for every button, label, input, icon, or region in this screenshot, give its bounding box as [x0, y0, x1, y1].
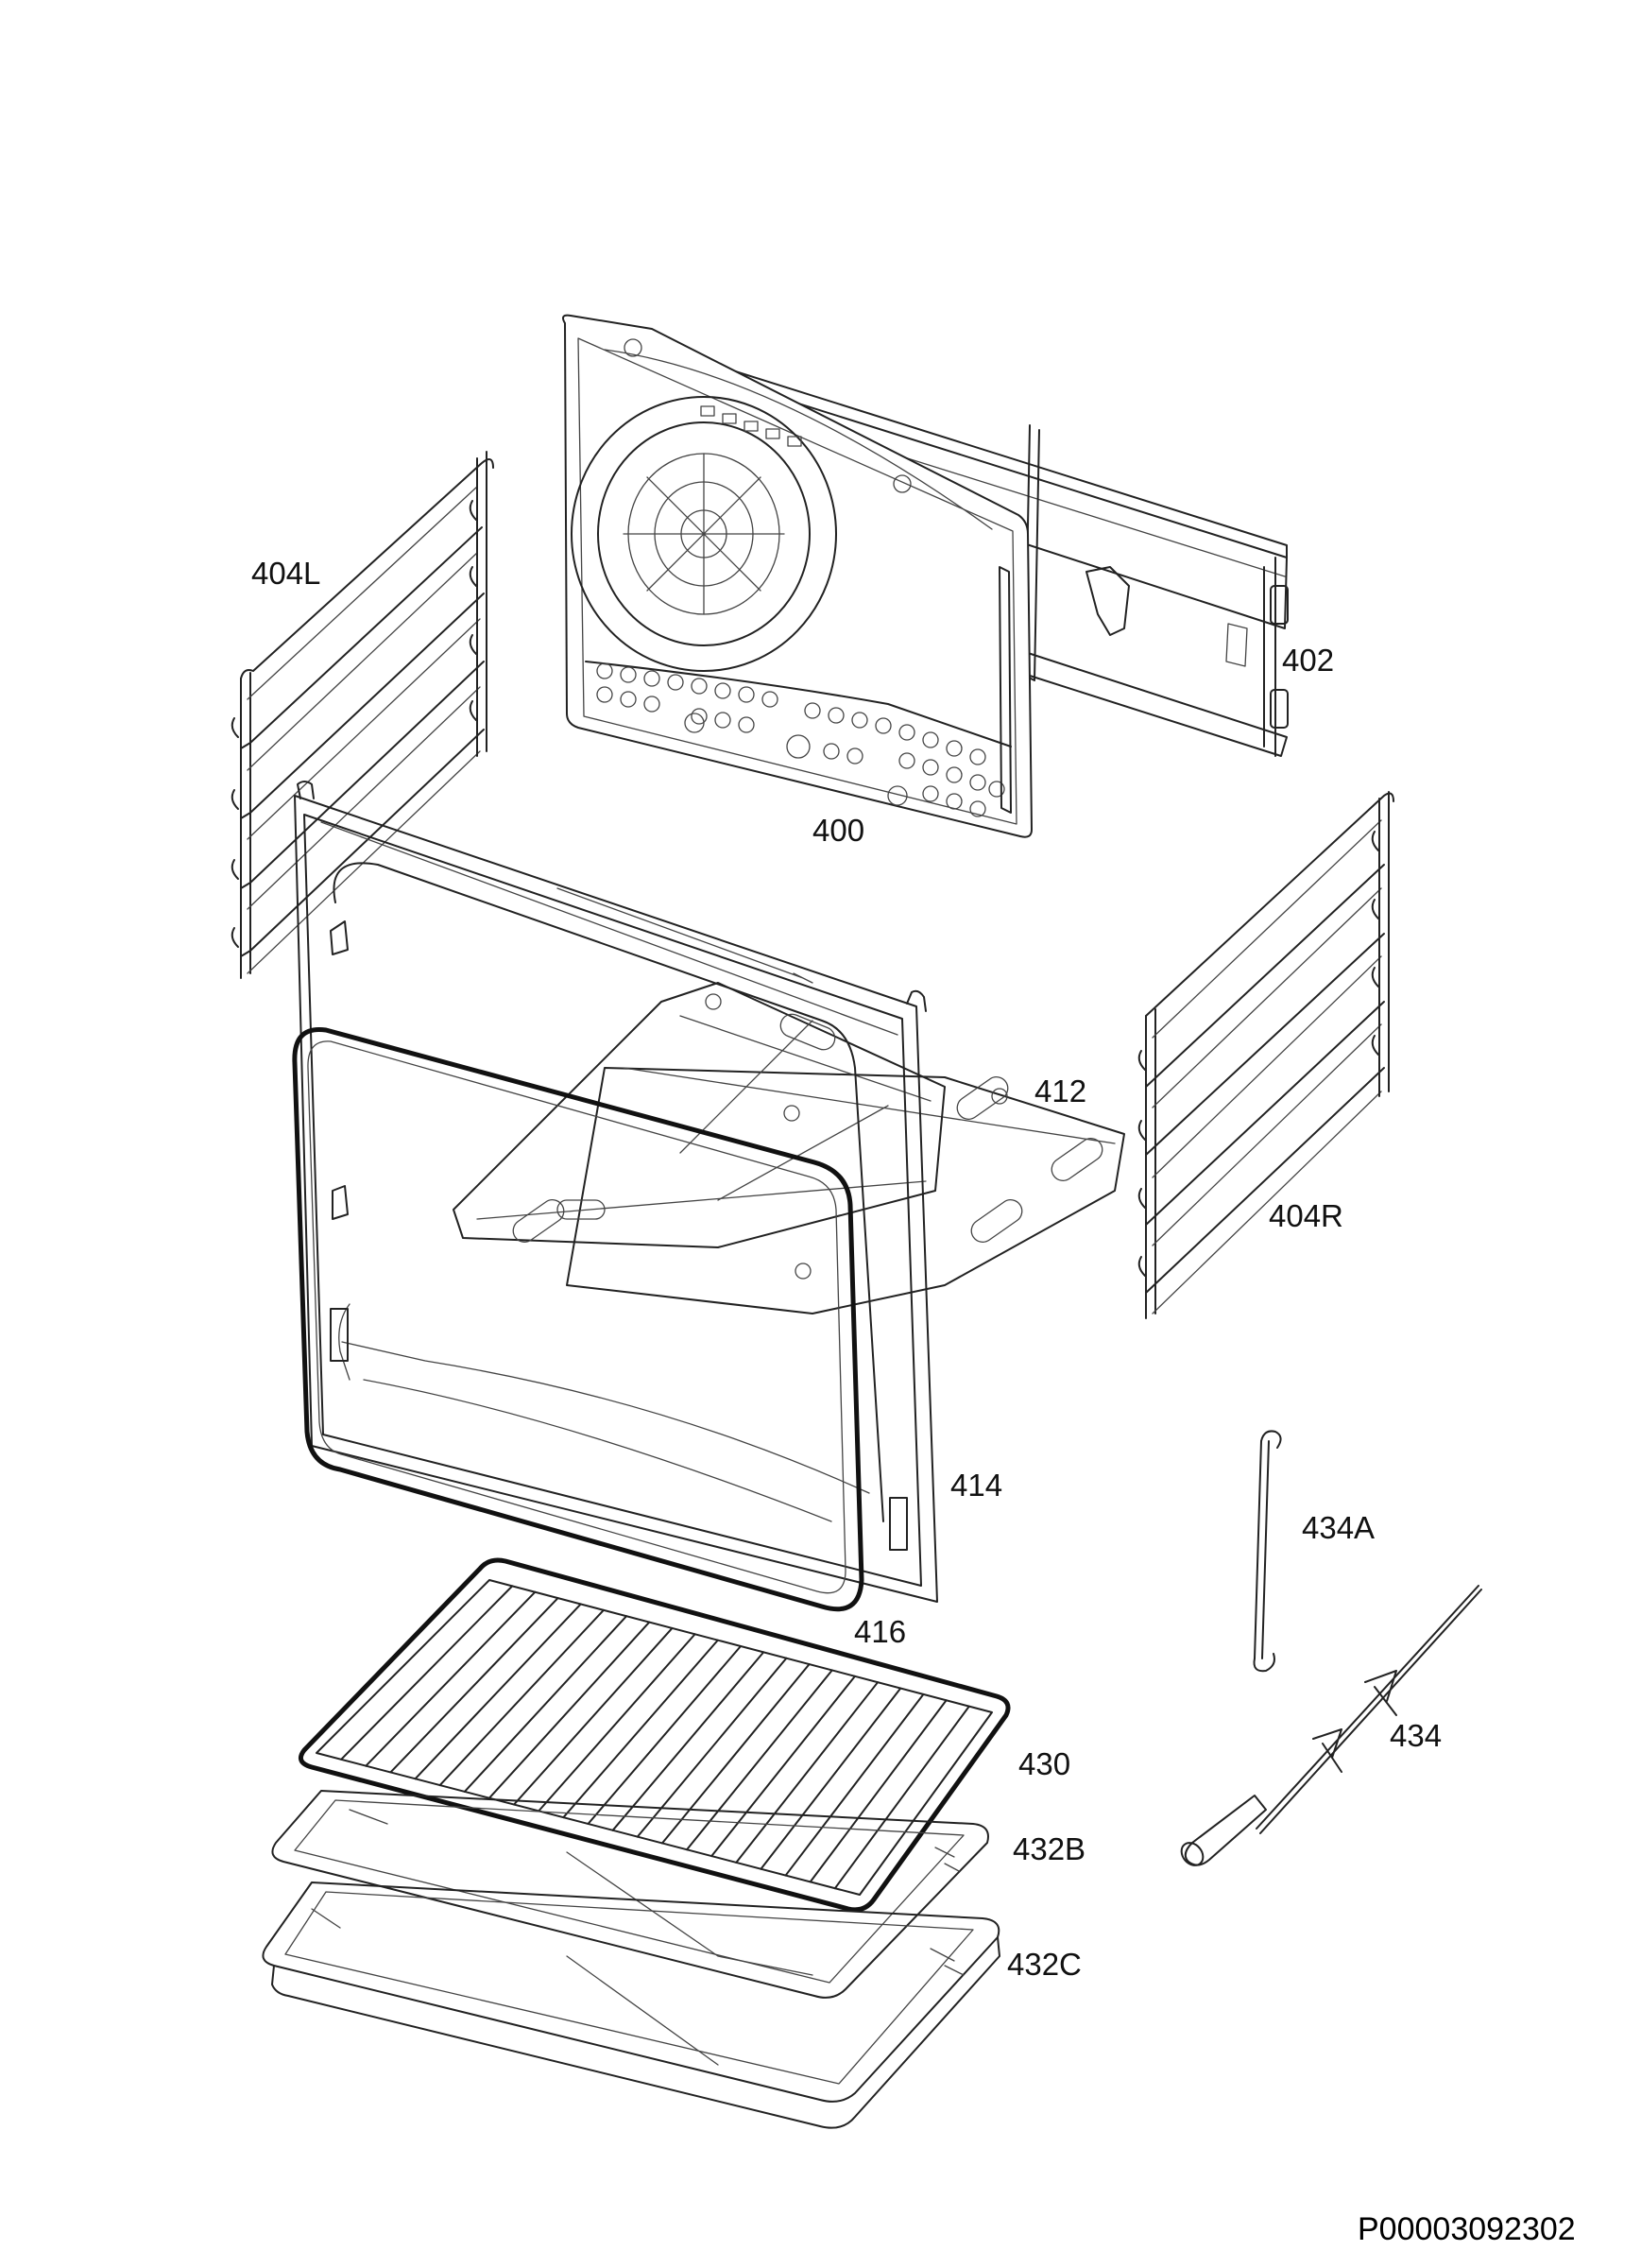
label-432B: 432B: [1013, 1831, 1086, 1866]
grid-bar: [562, 1639, 719, 1819]
part-404L-shelf-rack: [231, 451, 494, 979]
grid-bar: [487, 1621, 651, 1799]
grid-bar: [636, 1657, 788, 1838]
part-412-top-plate: [453, 982, 1125, 1314]
label-402: 402: [1282, 643, 1335, 678]
part-434-meat-probe: [1180, 1585, 1482, 1866]
grid-bar: [389, 1597, 559, 1774]
part-400-back-panel: [562, 314, 1033, 838]
part-404R-shelf-rack: [1137, 791, 1394, 1319]
label-414: 414: [950, 1468, 1003, 1503]
label-412: 412: [1034, 1074, 1087, 1108]
label-432C: 432C: [1007, 1947, 1082, 1982]
part-416-door-gasket: [292, 1026, 864, 1612]
part-434A-hook-rod: [1253, 1430, 1282, 1673]
label-434: 434: [1390, 1718, 1443, 1753]
part-432B-shallow-tray: [271, 1790, 989, 1999]
grid-bar: [735, 1681, 880, 1864]
label-434A: 434A: [1302, 1510, 1376, 1545]
part-430-wire-shelf: [298, 1557, 1011, 1913]
grid-bar: [340, 1585, 514, 1761]
grid-bar: [365, 1590, 537, 1767]
grid-bar: [809, 1699, 948, 1883]
grid-bar: [784, 1692, 925, 1877]
part-432C-deep-tray: [262, 1881, 1000, 2129]
grid-bar: [833, 1705, 970, 1890]
grid-bar: [538, 1633, 696, 1813]
grid-bar: [414, 1603, 582, 1780]
label-400: 400: [812, 813, 865, 848]
grid-bar: [438, 1608, 605, 1787]
part-414-front-frame: [294, 781, 938, 1603]
label-404R: 404R: [1269, 1198, 1343, 1233]
grid-bar: [587, 1645, 742, 1825]
label-404L: 404L: [251, 556, 321, 591]
grid-bar: [710, 1675, 856, 1858]
label-430: 430: [1018, 1746, 1071, 1781]
grid-bar: [660, 1663, 811, 1845]
grid-bar: [686, 1669, 833, 1851]
grid-bar: [760, 1687, 902, 1870]
label-416: 416: [854, 1614, 907, 1649]
grid-bar: [513, 1626, 674, 1806]
document-id: P00003092302: [1358, 2211, 1576, 2247]
grid-bar: [463, 1615, 628, 1793]
grid-bar: [611, 1651, 765, 1831]
